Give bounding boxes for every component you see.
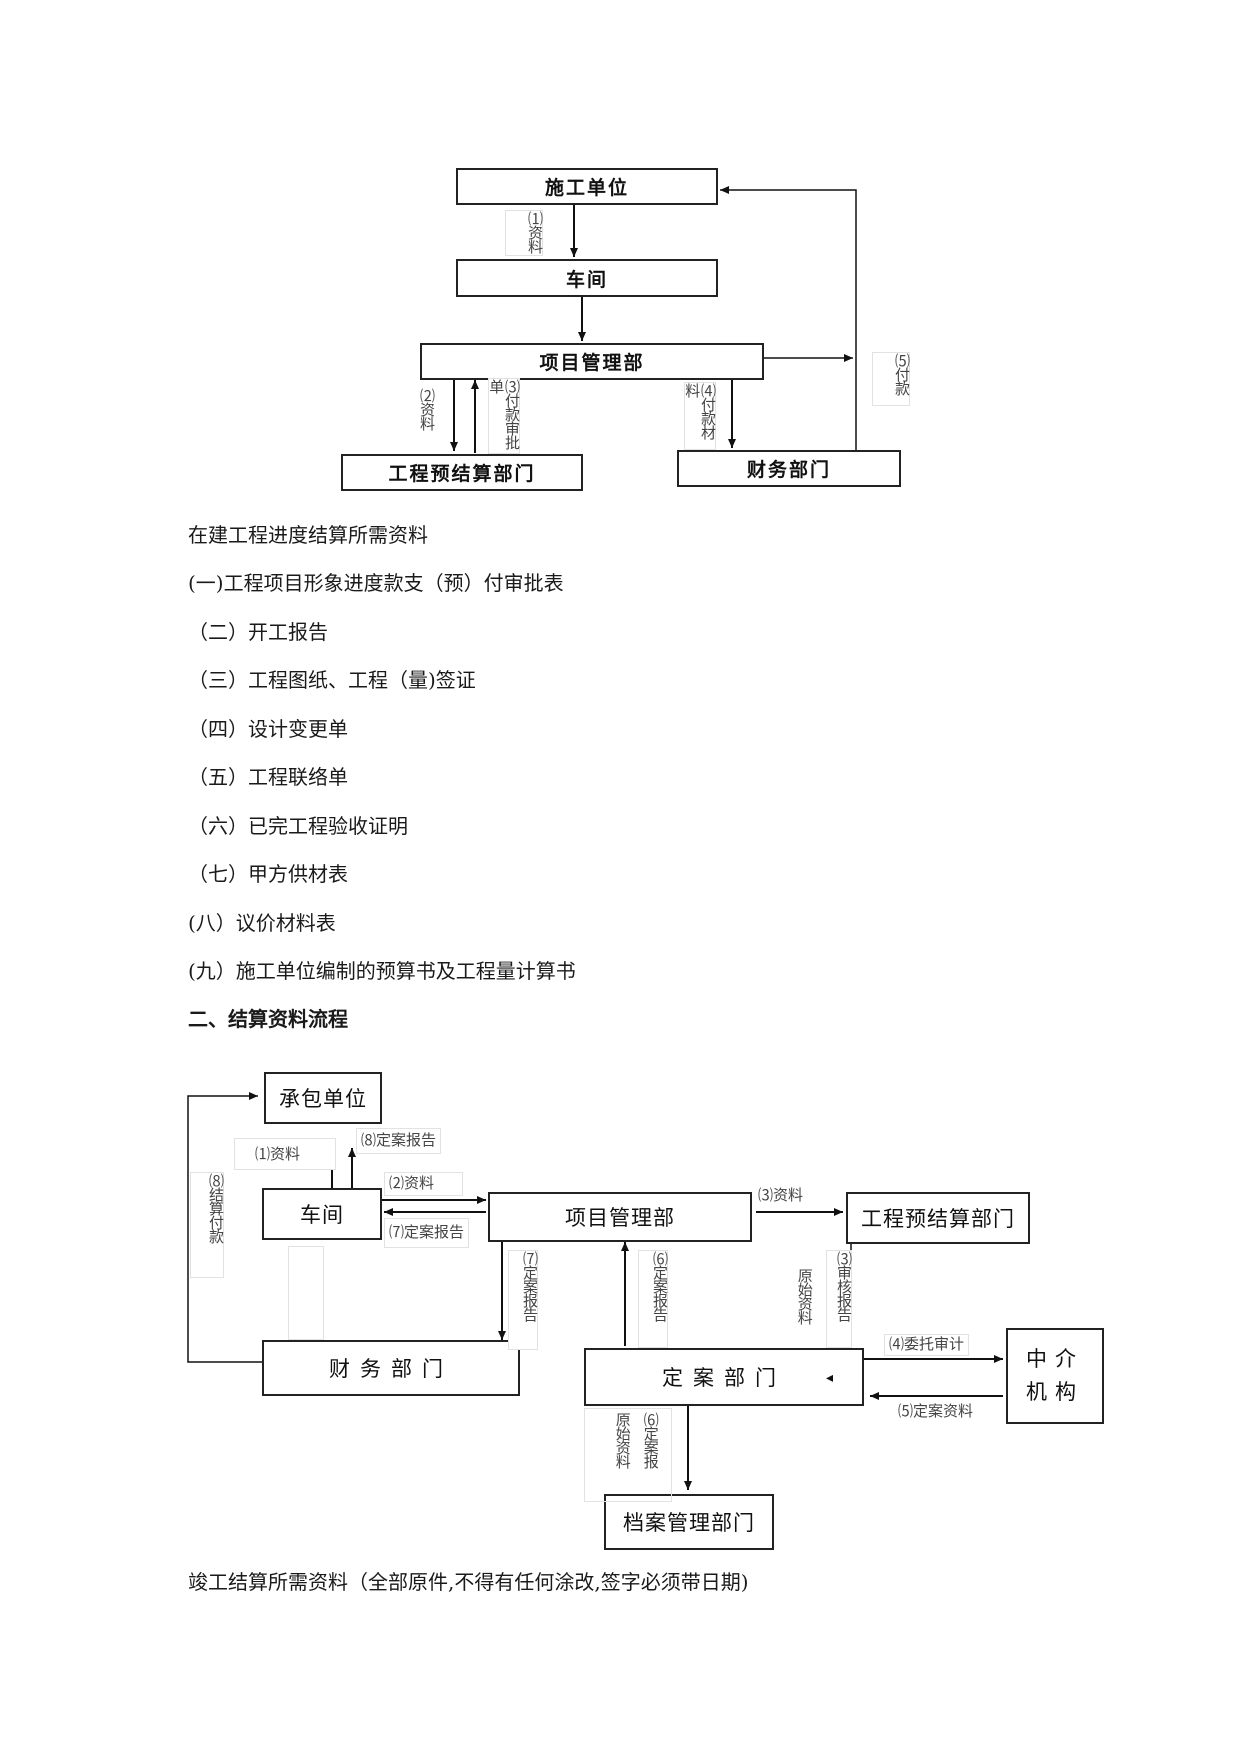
label-d2-5-filing-materials: ⑸定案资料 bbox=[898, 1402, 974, 1420]
label-d2-8-settlement-payment: ⑻结算付款 bbox=[190, 1172, 225, 1278]
list-item: (九）施工单位编制的预算书及工程量计算书 bbox=[188, 959, 576, 983]
label-d1-2-materials: ⑵资料 bbox=[414, 388, 436, 430]
label-d2-6-filing-report-archive: ⑹定案报 bbox=[642, 1412, 660, 1490]
label-d2-7-filing-report-pm: ⑺定案报告 bbox=[508, 1250, 539, 1350]
label-d1-1-materials: ⑴资料 bbox=[505, 210, 544, 256]
node-project-management: 项目管理部 bbox=[488, 1192, 752, 1242]
label-d1-3-payment-approval: ⑶付款审批单 bbox=[487, 378, 521, 454]
blank-frame bbox=[288, 1246, 324, 1340]
label-d2-7-filing-report: ⑺定案报告 bbox=[384, 1218, 470, 1248]
list-item: (一)工程项目形象进度款支（预）付审批表 bbox=[188, 571, 564, 595]
label-d2-6-filing-report-pm: ⑹定案报告 bbox=[638, 1250, 669, 1348]
node-budget-settlement-dept: 工程预结算部门 bbox=[341, 454, 583, 491]
label-d2-8-filing-report: ⑻定案报告 bbox=[356, 1128, 442, 1154]
list-item: （六）已完工程验收证明 bbox=[188, 814, 408, 838]
list-item: （四）设计变更单 bbox=[188, 717, 348, 741]
node-finance-dept: 财务部门 bbox=[262, 1340, 520, 1396]
node-construction-unit: 施工单位 bbox=[456, 168, 718, 205]
list-item: （三）工程图纸、工程（量)签证 bbox=[188, 668, 476, 692]
small-triangle-icon: ◂ bbox=[826, 1370, 834, 1386]
label-d2-2-materials: ⑵资料 bbox=[384, 1172, 464, 1196]
label-d1-4-payment-materials: ⑷付款材料 bbox=[683, 382, 717, 450]
node-finance-dept: 财务部门 bbox=[677, 450, 901, 487]
list-item: （五）工程联络单 bbox=[188, 765, 348, 789]
node-agency: 中介机构 bbox=[1006, 1328, 1104, 1424]
node-project-management: 项目管理部 bbox=[420, 343, 764, 380]
list-item: （七）甲方供材表 bbox=[188, 862, 348, 886]
section-heading: 二、结算资料流程 bbox=[188, 1007, 348, 1031]
section-title: 在建工程进度结算所需资料 bbox=[188, 523, 428, 547]
node-workshop: 车间 bbox=[262, 1188, 382, 1240]
label-d2-4-audit-commission: ⑷委托审计 bbox=[884, 1334, 970, 1356]
label-d2-3-materials: ⑶资料 bbox=[758, 1186, 804, 1204]
node-budget-settlement-dept: 工程预结算部门 bbox=[846, 1192, 1030, 1244]
label-d2-3-review-report: ⑶审核报告 bbox=[826, 1250, 853, 1348]
frame-archive-labels bbox=[584, 1408, 672, 1502]
node-archive-dept: 档案管理部门 bbox=[604, 1494, 774, 1550]
label-d2-original-materials-filing: 原始资料 bbox=[614, 1412, 632, 1488]
node-filing-dept: 定案部门 bbox=[584, 1348, 864, 1406]
final-line: 竣工结算所需资料（全部原件,不得有任何涂改,签字必须带日期) bbox=[188, 1570, 749, 1594]
node-contractor: 承包单位 bbox=[264, 1072, 382, 1124]
label-d2-1-materials: ⑴资料 bbox=[234, 1138, 336, 1170]
label-d1-5-payment: ⑸付款 bbox=[872, 352, 911, 406]
list-item: (八）议价材料表 bbox=[188, 911, 336, 935]
list-item: （二）开工报告 bbox=[188, 620, 328, 644]
label-d2-original-materials-budget: 原始资料 bbox=[796, 1268, 814, 1344]
node-workshop: 车间 bbox=[456, 259, 718, 297]
